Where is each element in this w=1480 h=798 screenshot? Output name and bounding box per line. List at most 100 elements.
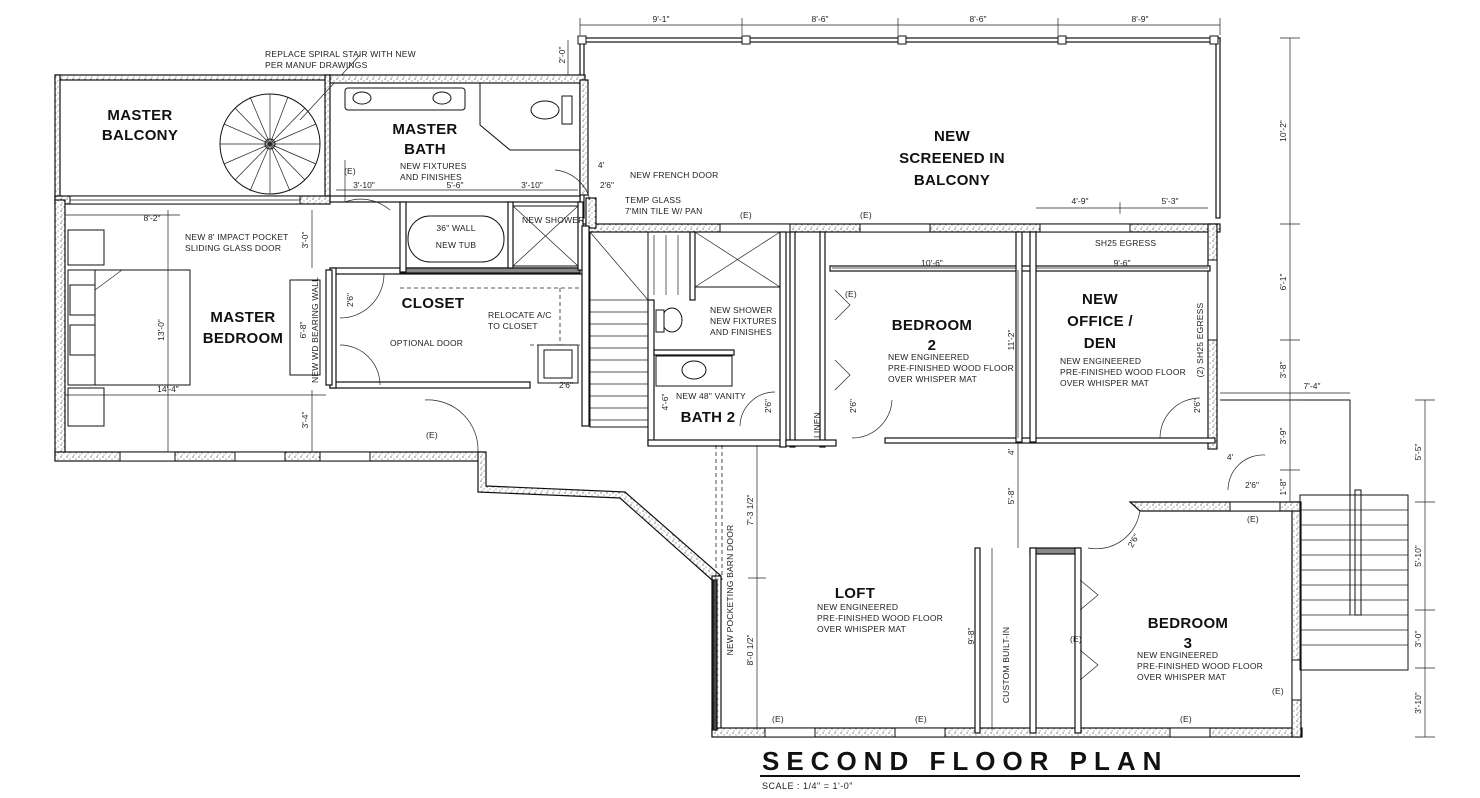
note-egress-2sh25: (2) SH25 EGRESS [1195,302,1205,377]
dim-4: 4' [1006,448,1016,455]
room-bedroom2-l1: BEDROOM [892,317,972,334]
note-wall-tub-l2: NEW TUB [436,240,477,250]
note-floor-b3-l2: PRE-FINISHED WOOD FLOOR [1137,661,1263,671]
room-master-bath-l2: BATH [404,141,446,158]
dim-loft-lower: 8'-0 1/2" [745,634,755,665]
note-custom-builtin: CUSTOM BUILT-IN [1001,627,1011,703]
dim-top-1: 9'-1" [653,14,670,24]
dim-11-2: 11'-2" [1006,329,1016,350]
interior-walls [325,195,1216,734]
dim-door-4-porch: 4' [1227,452,1234,462]
windows [69,195,1302,738]
existing-tag: (E) [1180,714,1192,724]
note-bath-fixtures-l1: NEW FIXTURES [400,161,467,171]
dim-door-26-porch: 2'6" [1245,480,1259,490]
dim-right-4: 3'-9" [1278,428,1288,445]
dim-5-8: 5'-8" [1006,488,1016,505]
plan-scale: SCALE : 1/4" = 1'-0" [762,781,853,791]
note-linen: LINEN [812,412,822,438]
note-floor-office-l1: NEW ENGINEERED [1060,356,1141,366]
existing-tag: (E) [845,289,857,299]
dim-3-0: 3'-0" [300,232,310,249]
dim-master-width: 14'-4" [157,384,179,394]
dim-porch: 7'-4" [1304,381,1321,391]
note-shower-bath2-l3: AND FINISHES [710,327,772,337]
dim-door-26-bath: 2'6" [600,180,614,190]
title-block: SECOND FLOOR PLAN SCALE : 1/4" = 1'-0" [760,746,1300,791]
room-master-bath-l1: MASTER [392,121,457,138]
room-screened-balcony-l2: SCREENED IN [899,150,1005,167]
note-floor-office-l3: OVER WHISPER MAT [1060,378,1149,388]
room-master-bedroom-l1: MASTER [210,309,275,326]
dim-door-26-closet: 2'6" [345,293,355,307]
existing-tag: (E) [1070,634,1082,644]
existing-tag: (E) [1247,514,1259,524]
dim-top-2: 8'-6" [812,14,829,24]
note-new-shower: NEW SHOWER [522,215,584,225]
existing-tag: (E) [426,430,438,440]
note-egress-sh25: SH25 EGRESS [1095,238,1156,248]
dim-3-4: 3'-4" [300,412,310,429]
dim-right-2: 6'-1" [1278,274,1288,291]
screened-balcony-outline [577,35,1221,219]
note-relocate-ac-l1: RELOCATE A/C [488,310,552,320]
dim-bath-run-1: 3'-10" [353,180,375,190]
dimension-labels: 9'-1" 8'-6" 8'-6" 8'-9" 2'-0" 10'-2" 6'-… [144,14,1423,714]
note-pocket-door-l1: NEW 8' IMPACT POCKET [185,232,289,242]
dim-right-9: 3'-10" [1413,692,1423,714]
dim-door-26-bath2: 2'6" [763,399,773,413]
room-labels: MASTER BALCONY MASTER BATH NEW SCREENED … [102,107,1228,652]
bath-fixtures [344,83,781,387]
dim-top-4: 8'-9" [1132,14,1149,24]
plan-title: SECOND FLOOR PLAN [762,746,1168,776]
room-master-balcony-l1: MASTER [107,107,172,124]
dim-left-top: 2'-0" [557,47,567,64]
room-bedroom3-l2: 3 [1184,635,1193,652]
dim-right-7: 5'-10" [1413,545,1423,567]
note-floor-b2-l2: PRE-FINISHED WOOD FLOOR [888,363,1014,373]
dim-4-6: 4'-6" [660,394,670,411]
dim-right-3: 3'-8" [1278,362,1288,379]
room-master-balcony-l2: BALCONY [102,127,178,144]
note-shower-bath2-l2: NEW FIXTURES [710,316,777,326]
note-floor-loft-l1: NEW ENGINEERED [817,602,898,612]
note-spiral-stair-l1: REPLACE SPIRAL STAIR WITH NEW [265,49,416,59]
note-floor-office-l2: PRE-FINISHED WOOD FLOOR [1060,367,1186,377]
existing-tag: (E) [915,714,927,724]
dim-top-3: 8'-6" [970,14,987,24]
existing-tag: (E) [740,210,752,220]
note-wall-tub-l1: 36" WALL [436,223,475,233]
existing-tags: (E) (E) (E) (E) (E) (E) (E) (E) (E) (E) … [344,166,1284,724]
note-barn-door: NEW POCKETING BARN DOOR [725,525,735,656]
note-floor-b2-l3: OVER WHISPER MAT [888,374,977,384]
dim-door-26-ac: 2'6" [559,380,573,390]
note-floor-loft-l3: OVER WHISPER MAT [817,624,906,634]
note-bearing-wall: NEW WD BEARING WALL [310,277,320,383]
dim-9-8: 9'-8" [966,628,976,645]
dim-10-6: 10'-6" [921,258,943,268]
room-bedroom2-l2: 2 [928,337,937,354]
room-bedroom3-l1: BEDROOM [1148,615,1228,632]
note-temp-glass-l1: TEMP GLASS [625,195,681,205]
note-vanity: NEW 48" VANITY [676,391,746,401]
note-pocket-door-l2: SLIDING GLASS DOOR [185,243,281,253]
dashed-lines [400,287,723,580]
note-temp-glass-l2: 7'MIN TILE W/ PAN [625,206,702,216]
note-bath-fixtures-l2: AND FINISHES [400,172,462,182]
note-floor-b3-l3: OVER WHISPER MAT [1137,672,1226,682]
dim-right-5: 1'-8" [1278,479,1288,496]
annotations: REPLACE SPIRAL STAIR WITH NEW PER MANUF … [185,49,1263,703]
note-floor-loft-l2: PRE-FINISHED WOOD FLOOR [817,613,943,623]
spiral-stair [219,93,321,195]
dim-door-26-b3: 2'6" [1126,532,1142,549]
dim-door-26-office: 2'6" [1192,399,1202,413]
room-office-l1: NEW [1082,291,1118,308]
door-swings [339,160,1266,681]
note-floor-b3-l1: NEW ENGINEERED [1137,650,1218,660]
dim-8-2: 8'-2" [144,213,161,223]
dim-loft-upper: 7'-3 1/2" [745,494,755,525]
room-closet: CLOSET [402,295,465,312]
dim-9-6: 9'-6" [1114,258,1131,268]
note-spiral-stair-l2: PER MANUF DRAWINGS [265,60,368,70]
